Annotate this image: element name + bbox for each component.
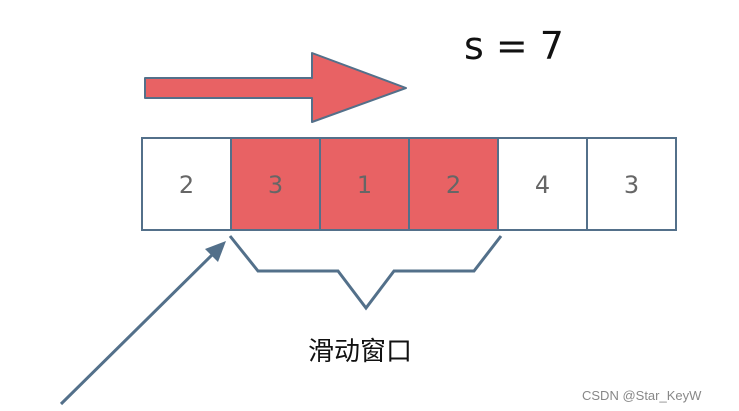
- array-cell-value: 2: [446, 171, 461, 199]
- slide-direction-arrow-icon: [144, 52, 407, 123]
- array-cell-value: 4: [535, 171, 550, 199]
- array-cell-value: 3: [268, 171, 283, 199]
- watermark: CSDN @Star_KeyW: [582, 388, 702, 403]
- window-brace: [228, 235, 503, 311]
- array-cell-in-window: [230, 137, 321, 231]
- array-cells: 2 3 1 2 4 3: [141, 137, 677, 231]
- array-cell-value: 1: [357, 171, 372, 199]
- array-cell: [141, 137, 232, 231]
- pointer-arrow-shaft: [59, 250, 217, 406]
- window-label: 滑动窗口: [308, 337, 412, 367]
- sum-formula: s = 7: [464, 24, 564, 68]
- array-cell-value: 3: [624, 171, 639, 199]
- array-cell: [586, 137, 677, 231]
- array-cell-in-window: [319, 137, 410, 231]
- array-cell-value: 2: [179, 171, 194, 199]
- array-cell: [497, 137, 588, 231]
- pointer-arrow-head-icon: [205, 241, 226, 262]
